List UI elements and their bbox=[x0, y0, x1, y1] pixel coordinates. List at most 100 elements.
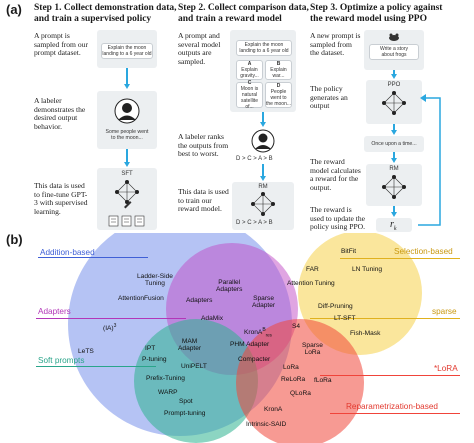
method-krona-bres: KronABres bbox=[244, 327, 272, 338]
step1-arrow1 bbox=[126, 68, 128, 84]
reward-card: rk bbox=[376, 218, 412, 232]
method-lt-sft: LT-SFT bbox=[334, 315, 356, 322]
method-compacter: Compacter bbox=[238, 356, 271, 363]
step3-arrow1 bbox=[393, 70, 395, 74]
panel-a-label: (a) bbox=[6, 2, 22, 17]
method-prompt-tuning: Prompt-tuning bbox=[164, 410, 206, 417]
reward-symbol: rk bbox=[390, 219, 397, 232]
method-ia3: (IA)3 bbox=[103, 323, 117, 333]
method-unipelt: UniPELT bbox=[181, 363, 207, 370]
step2-labeler-icon bbox=[251, 129, 275, 153]
step3-arrow3-head bbox=[391, 158, 397, 163]
lora-bar bbox=[320, 375, 460, 376]
selection-circle bbox=[298, 233, 422, 355]
reparam-bar bbox=[330, 413, 460, 414]
ppo-label: PPO bbox=[387, 82, 401, 88]
step3-arrow3 bbox=[393, 152, 395, 158]
sparse-label: sparse bbox=[432, 307, 457, 316]
step2-arrow1-head bbox=[260, 122, 266, 127]
step3-output-bubble: Once upon a time... bbox=[371, 141, 417, 147]
step2-title: Step 2. Collect comparison data,and trai… bbox=[178, 3, 309, 24]
step3-rm-card: RM bbox=[366, 164, 422, 206]
method-s4: S4 bbox=[292, 323, 301, 330]
step1-arrow2 bbox=[126, 149, 128, 162]
step3-arrow4 bbox=[393, 206, 395, 212]
step3-arrow4-head bbox=[391, 212, 397, 217]
step1-arrow2-head bbox=[124, 162, 130, 167]
frog-icon bbox=[389, 33, 399, 41]
method-ln-tuning: LN Tuning bbox=[352, 266, 383, 273]
reparam-circle bbox=[236, 319, 364, 443]
soft-prompts-circle bbox=[134, 319, 258, 443]
method-phm-adapter: PHM Adapter bbox=[230, 341, 270, 348]
method-relora: ReLoRa bbox=[281, 376, 306, 383]
method-far: FAR bbox=[306, 266, 319, 273]
step2-ranking1: D > C > A > B bbox=[236, 156, 273, 162]
method-spot: Spot bbox=[179, 398, 193, 405]
venn-diagram bbox=[68, 233, 422, 443]
step2-rm-card: RM D > C > A > B bbox=[232, 182, 294, 230]
adapters-bar bbox=[36, 318, 186, 319]
ppo-network-icon bbox=[382, 91, 406, 115]
method-adamix: AdaMix bbox=[201, 315, 223, 322]
method-attention-tuning: Attention Tuning bbox=[287, 280, 335, 287]
step2-arrow1 bbox=[262, 112, 264, 122]
sft-network-icon bbox=[108, 180, 145, 227]
method-qlora: QLoRa bbox=[290, 390, 311, 397]
sparse-bar bbox=[310, 318, 460, 319]
step1-arrow1-head bbox=[124, 84, 130, 89]
soft-prompts-bar bbox=[36, 366, 156, 367]
method-bitfit: BitFit bbox=[341, 248, 357, 255]
sft-label: SFT bbox=[121, 171, 133, 177]
method-fish-mask: Fish-Mask bbox=[350, 330, 381, 337]
method-intrinsic-said: Intrinsic-SAID bbox=[246, 421, 287, 428]
method-p-tuning: P-tuning bbox=[142, 356, 167, 363]
method-flora: fLoRa bbox=[314, 377, 332, 384]
method-adapters: Adapters bbox=[186, 297, 213, 304]
method-diff-pruning: Diff-Pruning bbox=[318, 303, 353, 310]
reparam-label: Reparametrization-based bbox=[346, 402, 438, 411]
step1-title: Step 1. Collect demonstration data,and t… bbox=[34, 3, 177, 24]
feedback-loop-arrow bbox=[418, 94, 441, 226]
method-lora: LoRa bbox=[283, 364, 299, 371]
rm-label: RM bbox=[258, 184, 268, 190]
selection-bar bbox=[340, 258, 460, 259]
soft-prompts-label: Soft prompts bbox=[38, 356, 85, 365]
method-lets: LeTS bbox=[78, 348, 94, 355]
step3-arrow2-head bbox=[391, 130, 397, 135]
adapters-label: Adapters bbox=[38, 307, 71, 316]
addition-bar bbox=[38, 257, 148, 258]
method-ipt: IPT bbox=[145, 345, 156, 352]
step1-sft-card: SFT bbox=[97, 168, 157, 230]
step2-arrow2 bbox=[262, 164, 264, 176]
method-prefix-tuning: Prefix-Tuning bbox=[146, 375, 185, 382]
addition-based-label: Addition-based bbox=[40, 248, 95, 257]
lora-label: *LoRA bbox=[434, 364, 458, 373]
labeler-avatar-icon bbox=[114, 98, 140, 124]
method-attention-fusion: AttentionFusion bbox=[118, 295, 164, 302]
